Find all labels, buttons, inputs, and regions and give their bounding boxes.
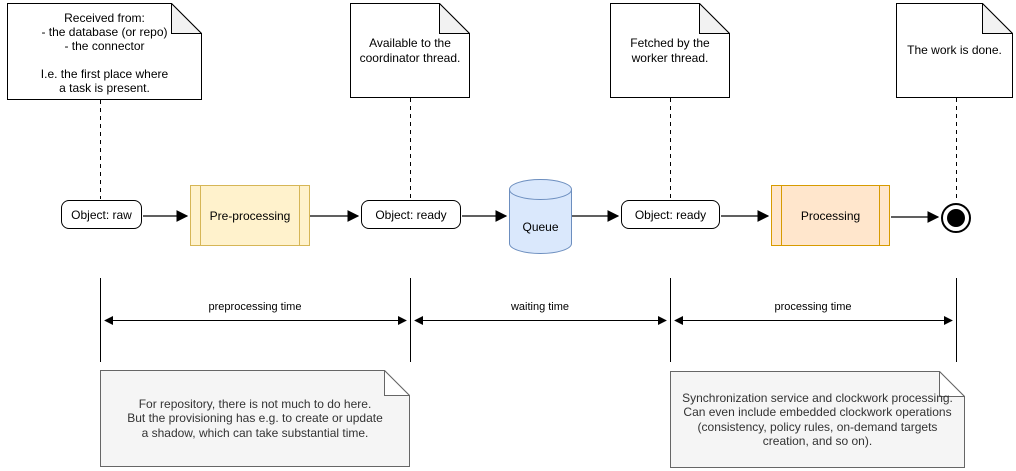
node-processing-label: Processing xyxy=(800,208,861,223)
node-object-raw-label: Object: raw xyxy=(71,207,132,222)
node-preprocessing: Pre-processing xyxy=(190,185,310,246)
node-preprocessing-label: Pre-processing xyxy=(209,208,291,223)
process-bar xyxy=(781,186,782,245)
folded-corner xyxy=(439,3,470,34)
note-received-from-text: Received from: - the database (or repo) … xyxy=(40,11,169,95)
timeline xyxy=(100,278,957,362)
process-bar xyxy=(299,186,300,245)
note-received-from: Received from: - the database (or repo) … xyxy=(7,3,202,100)
process-bar xyxy=(879,186,880,245)
node-object-raw: Object: raw xyxy=(61,200,142,229)
flow-arrows xyxy=(143,210,940,223)
folded-corner xyxy=(939,371,965,397)
folded-corner xyxy=(982,3,1013,34)
note-available-text: Available to the coordinator thread. xyxy=(359,36,461,65)
timeline-label-preprocessing: preprocessing time xyxy=(208,301,302,313)
note-fetched: Fetched by the worker thread. xyxy=(610,3,730,98)
note-repository-detail: For repository, there is not much to do … xyxy=(100,370,410,467)
note-available: Available to the coordinator thread. xyxy=(350,3,470,98)
note-synchronization-detail: Synchronization service and clockwork pr… xyxy=(670,371,965,468)
timeline-label-waiting: waiting time xyxy=(510,301,570,313)
timeline-label-processing: processing time xyxy=(774,301,852,313)
note-shape xyxy=(896,3,1013,98)
note-connectors xyxy=(100,98,957,201)
node-processing: Processing xyxy=(771,185,890,246)
process-bar xyxy=(200,186,201,245)
note-shape xyxy=(100,370,410,467)
note-work-done: The work is done. xyxy=(896,3,1013,98)
note-shape xyxy=(670,371,965,468)
note-shape xyxy=(350,3,470,98)
node-queue: Queue xyxy=(509,179,572,254)
node-object-ready-2: Object: ready xyxy=(621,200,720,229)
node-object-ready-1: Object: ready xyxy=(361,200,461,229)
note-work-done-text: The work is done. xyxy=(907,43,1002,58)
note-shape xyxy=(7,3,202,100)
note-repository-detail-text: For repository, there is not much to do … xyxy=(127,396,383,440)
cylinder-shape xyxy=(509,179,572,254)
final-state-dot xyxy=(947,209,965,227)
node-queue-label: Queue xyxy=(522,220,559,234)
node-object-ready-2-label: Object: ready xyxy=(634,207,707,222)
note-fetched-text: Fetched by the worker thread. xyxy=(630,36,710,65)
node-object-ready-1-label: Object: ready xyxy=(375,207,447,222)
note-shape xyxy=(610,3,730,98)
node-final-state xyxy=(941,203,971,233)
folded-corner xyxy=(699,3,730,34)
note-synchronization-detail-text: Synchronization service and clockwork pr… xyxy=(682,390,953,449)
folded-corner xyxy=(171,3,202,34)
folded-corner xyxy=(384,370,410,396)
